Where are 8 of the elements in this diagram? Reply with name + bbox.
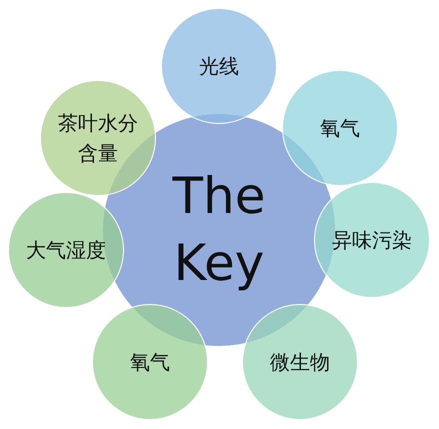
node-label: 茶叶水分含量 (57, 110, 139, 167)
node-label: 微生物 (269, 349, 331, 376)
node-label: 光线 (198, 53, 240, 80)
node-label: 氧气 (129, 349, 171, 376)
center-label: The Key (171, 166, 266, 294)
node-label: 大气湿度 (26, 237, 106, 264)
node-label: 氧气 (319, 115, 361, 142)
node-label: 异味污染 (332, 227, 412, 254)
